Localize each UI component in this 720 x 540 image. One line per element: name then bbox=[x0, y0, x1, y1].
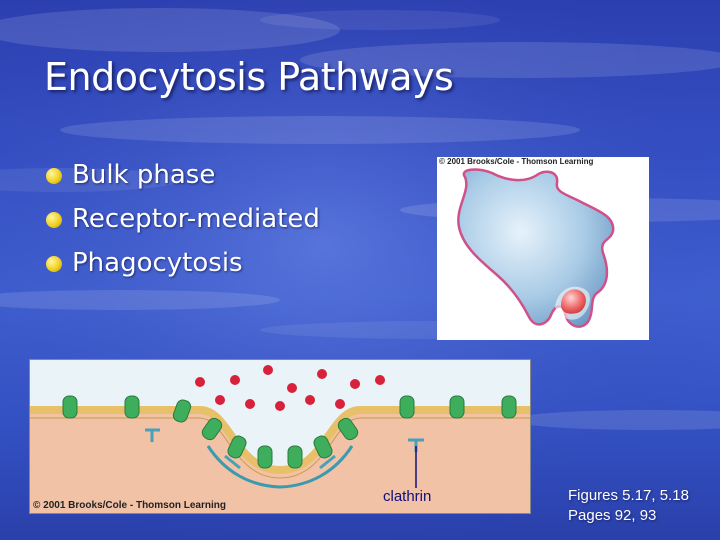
figure-reference: Figures 5.17, 5.18 bbox=[568, 487, 689, 504]
bullet-icon bbox=[46, 212, 62, 228]
phagocytosis-illustration bbox=[457, 168, 615, 328]
bullet-icon bbox=[46, 168, 62, 184]
bullet-item: Bulk phase bbox=[46, 158, 320, 202]
page-reference: Pages 92, 93 bbox=[568, 507, 657, 524]
bullet-item: Phagocytosis bbox=[46, 246, 320, 290]
bullet-item: Receptor-mediated bbox=[46, 202, 320, 246]
figure-credit: © 2001 Brooks/Cole - Thomson Learning bbox=[33, 500, 226, 511]
bullet-list: Bulk phase Receptor-mediated Phagocytosi… bbox=[46, 158, 320, 290]
references: Figures 5.17, 5.18 Pages 92, 93 bbox=[568, 486, 689, 526]
bullet-text: Bulk phase bbox=[72, 160, 216, 190]
phagocytosis-figure: © 2001 Brooks/Cole - Thomson Learning bbox=[437, 157, 649, 340]
membrane-illustration bbox=[30, 360, 530, 513]
figure-credit: © 2001 Brooks/Cole - Thomson Learning bbox=[439, 157, 594, 166]
bullet-icon bbox=[46, 256, 62, 272]
bullet-text: Phagocytosis bbox=[72, 248, 243, 278]
slide-title: Endocytosis Pathways bbox=[44, 55, 454, 99]
clathrin-label: clathrin bbox=[383, 488, 432, 505]
receptor-mediated-figure: clathrin © 2001 Brooks/Cole - Thomson Le… bbox=[29, 359, 531, 514]
bullet-text: Receptor-mediated bbox=[72, 204, 320, 234]
